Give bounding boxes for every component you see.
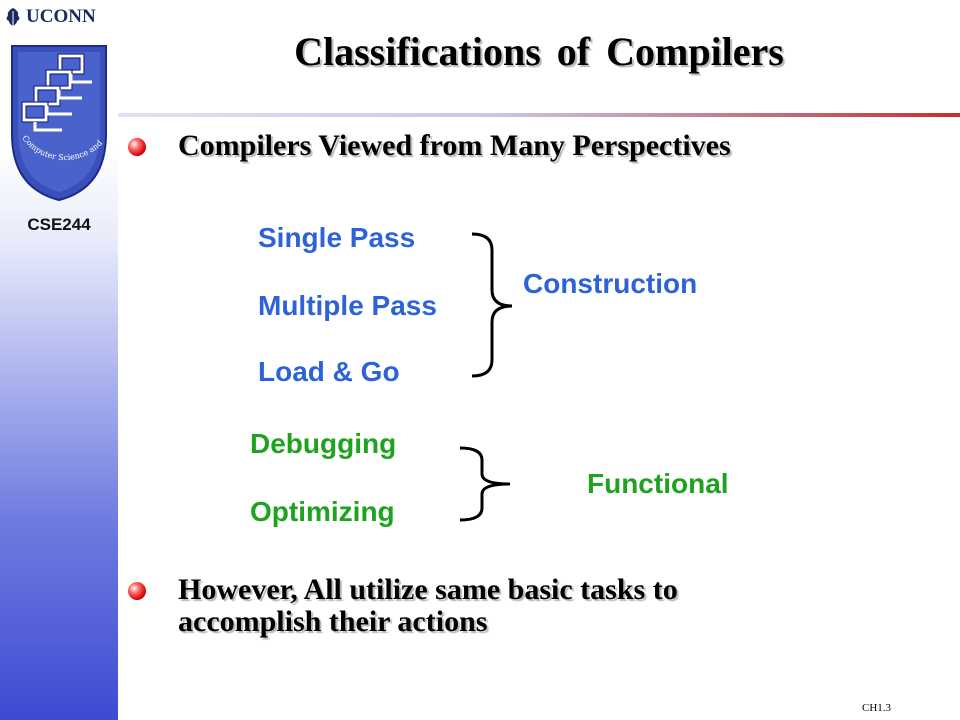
- bullet-disc-icon: [128, 138, 146, 156]
- sidebar: UCONN Computer Science and Engineering C: [0, 0, 118, 720]
- bullet-point: Compilers Viewed from Many Perspectives: [128, 130, 888, 162]
- bullet-text: However, All utilize same basic tasks to…: [178, 573, 678, 638]
- bullet-point: However, All utilize same basic tasks to…: [128, 574, 828, 638]
- functional-item: Debugging: [250, 428, 397, 459]
- construction-item: Single Pass: [258, 222, 416, 253]
- course-code: CSE244: [27, 215, 91, 234]
- slide-number: CH1.3: [862, 702, 892, 714]
- university-wordmark: UCONN: [4, 6, 96, 28]
- functional-brace: [459, 446, 511, 522]
- functional-label: Functional: [587, 468, 729, 499]
- bullet-disc-icon: [128, 582, 146, 600]
- construction-label: Construction: [523, 268, 698, 299]
- construction-item: Load & Go: [258, 356, 400, 387]
- bullet-text: Compilers Viewed from Many Perspectives: [178, 129, 731, 162]
- functional-item: Optimizing: [250, 496, 395, 527]
- oak-leaf-icon: [6, 8, 20, 26]
- title-divider: [118, 113, 960, 117]
- stacked-monitors-logo: Computer Science and Engineering: [2, 30, 107, 202]
- construction-brace: [471, 232, 513, 378]
- slide-title: Classifications of Compilers: [294, 29, 784, 74]
- university-name: UCONN: [26, 6, 96, 27]
- construction-item: Multiple Pass: [258, 290, 437, 321]
